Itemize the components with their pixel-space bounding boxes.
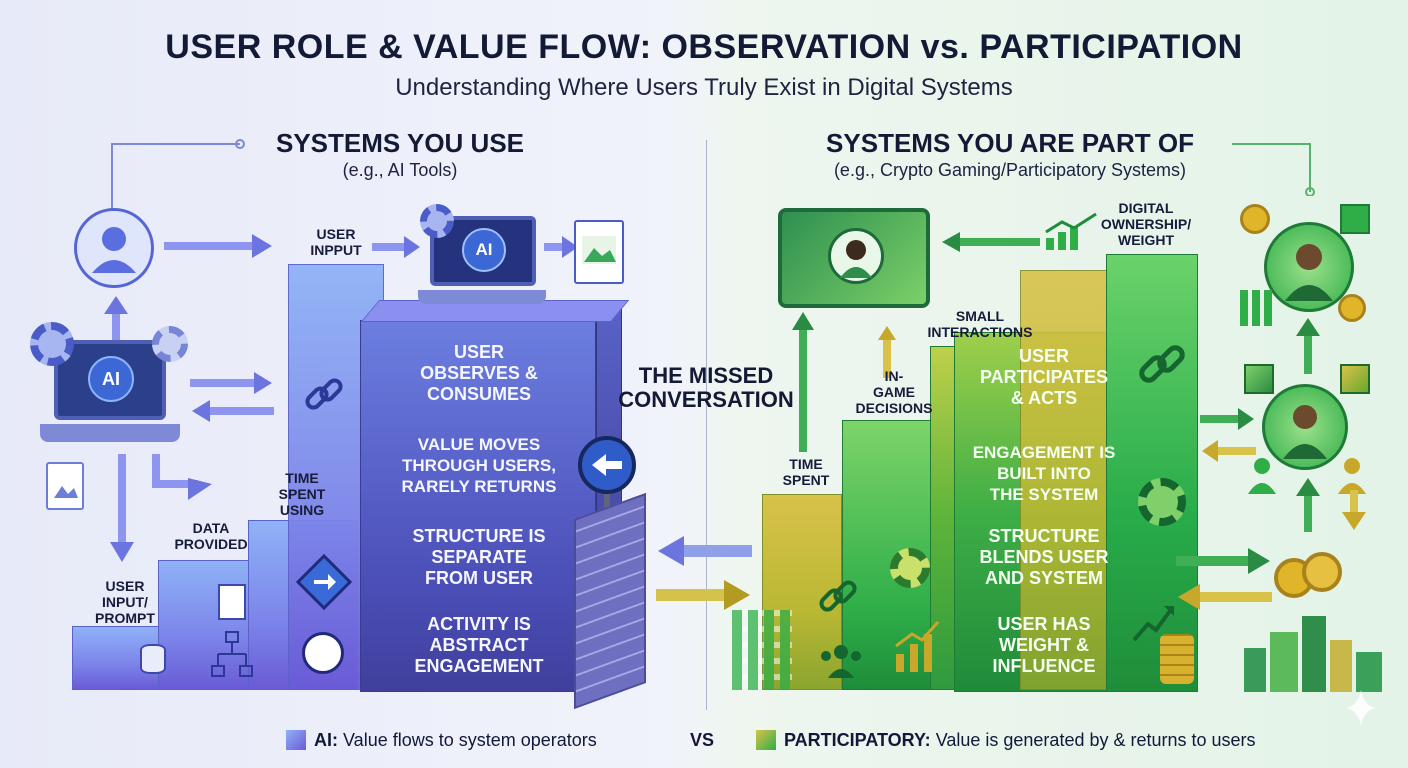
label-user-input-top: USER INPPUT [310,226,362,258]
arrow-right-gold-icon [656,580,750,610]
gear-small-icon [152,326,188,362]
database-icon [140,644,166,674]
person-right-icon [1338,458,1366,494]
network-icon [211,631,253,677]
game-screen-icon [778,208,930,308]
legend-participatory-swatch [756,730,776,750]
gear-top-icon [420,204,454,238]
document-icon [218,584,246,620]
legend-ai-swatch [286,730,306,750]
arrow-up-gold-icon [878,326,896,378]
legend-ai: AI: Value flows to system operators [314,730,597,751]
bar-digital-ownership [1106,254,1198,692]
label-time-spent-using: TIME SPENT USING [278,470,326,518]
arrow-down-icon [110,454,134,562]
user-avatar-icon [74,208,154,288]
ai-laptop-left-icon: AI [40,340,180,450]
back-arrow-sign-icon [578,436,636,494]
label-user-input-prompt: USER INPUT/ PROMPT [95,578,155,626]
left-panel [360,320,596,692]
pixel-cluster-icon [732,610,792,690]
arrow-up-right-green-icon [1296,318,1320,374]
arrow-right-long-green-icon [1176,548,1270,574]
chain-link-green-icon [819,580,857,612]
arrow-left-icon [192,400,274,422]
center-divider [706,140,707,710]
city-skyline-icon [1244,616,1384,692]
label-digital-ownership: DIGITAL OWNERSHIP/ WEIGHT [1100,200,1192,248]
arrow-right-icon [190,372,272,394]
ai-badge-top: AI [462,228,506,272]
left-subheading: (e.g., AI Tools) [342,160,458,180]
gear-green-icon [890,548,930,588]
sparkle-icon [1346,690,1376,726]
arrow-up-center-green-icon [1296,478,1320,532]
right-panel-line-4: USER HAS WEIGHT & INFLUENCE [992,614,1096,676]
group-icon [821,645,861,678]
label-small-interactions: SMALL INTERACTIONS [927,308,1033,340]
left-panel-line-1: USER OBSERVES & CONSUMES [420,342,538,404]
user-avatar-top-right-icon [1264,222,1354,312]
gear-icon [30,322,74,366]
arrow-to-input-icon [164,234,272,258]
arrow-right-green-small-icon [1200,408,1254,430]
right-subheading: (e.g., Crypto Gaming/Participatory Syste… [833,160,1187,180]
right-panel-line-3: STRUCTURE BLENDS USER AND SYSTEM [979,526,1109,588]
right-panel-line-2: ENGAGEMENT IS BUILT INTO THE SYSTEM [972,443,1116,504]
arrow-up-icon [104,296,128,340]
chain-link-right-icon [1139,345,1185,383]
label-data-provided: DATA PROVIDED [174,520,248,552]
coin-pile-icon [1268,548,1348,604]
legend-vs: VS [690,730,715,750]
legend-participatory: PARTICIPATORY: Value is generated by & r… [784,730,1256,751]
missed-conversation-label: THE MISSED CONVERSATION [618,363,794,412]
legend-participatory-key: PARTICIPATORY: [784,730,931,750]
label-time-spent: TIME SPENT [782,456,830,488]
page-subtitle: Understanding Where Users Truly Exist in… [395,74,1013,101]
coin-small-icon [1338,294,1366,322]
image-file-icon [46,462,84,510]
direction-sign-icon [296,554,352,611]
arrow-ai-to-output-icon [544,236,578,258]
arrow-input-to-ai-icon [372,236,420,258]
arrow-up-green-icon [792,312,814,452]
legend-ai-text: Value flows to system operators [343,730,597,750]
arrow-left-long-gold-icon [1178,584,1272,610]
pixel-block-icon [1340,204,1370,234]
right-connector [1232,143,1315,196]
page-title: USER ROLE & VALUE FLOW: OBSERVATION vs. … [165,28,1243,66]
left-panel-line-2: VALUE MOVES THROUGH USERS, RARELY RETURN… [401,435,557,496]
cube-right-icon [1340,364,1370,394]
city-small-icon [1240,290,1274,326]
arrow-bend-icon [152,454,212,500]
label-in-game-decisions: IN- GAME DECISIONS [855,368,933,416]
left-connector [111,139,245,212]
bar-chart-icon [895,621,940,672]
gear-cycle-icon [1138,478,1186,526]
chain-link-icon [305,378,343,410]
left-panel-line-3: STRUCTURE IS SEPARATE FROM USER [412,526,546,588]
right-panel-line-1: USER PARTICIPATES & ACTS [979,346,1108,408]
growth-arrow-icon [1132,606,1174,642]
coin-stack-icon [1160,634,1194,684]
coin-icon [1240,204,1270,234]
clock-icon [302,632,344,674]
arrow-left-blue-icon [658,536,752,566]
right-heading: SYSTEMS YOU ARE PART OF [826,128,1194,158]
arrow-to-game-icon [942,232,1040,252]
legend-ai-key: AI: [314,730,338,750]
arrow-down-gold-icon [1342,490,1366,530]
legend-participatory-text: Value is generated by & returns to users [935,730,1256,750]
left-panel-line-4: ACTIVITY IS ABSTRACT ENGAGEMENT [414,614,544,676]
bar-data-provided [158,560,258,690]
arrow-left-gold-small-icon [1202,440,1256,462]
left-heading: SYSTEMS YOU USE [275,128,525,158]
output-image-icon [574,220,624,284]
user-avatar-center-right-icon [1262,384,1348,470]
cube-left-icon [1244,364,1274,394]
person-left-icon [1248,458,1276,494]
ai-badge-left: AI [88,356,134,402]
brick-wall-icon [574,492,646,710]
growth-chart-icon [1045,212,1097,250]
